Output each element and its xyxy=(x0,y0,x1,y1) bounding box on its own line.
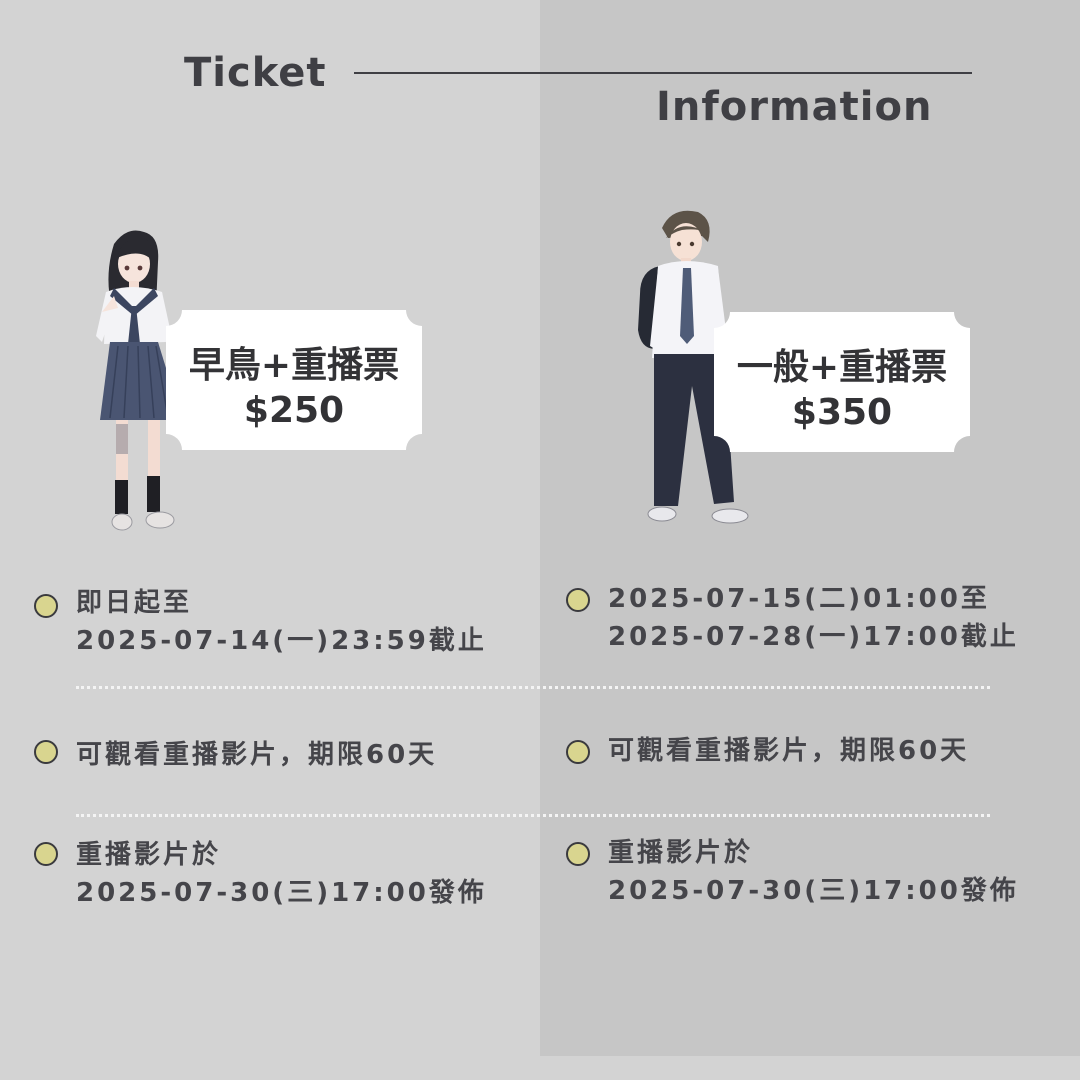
general-replay-access: 可觀看重播影片，期限60天 xyxy=(608,736,970,766)
replay-release-line-2: 2025-07-30(三)17:00發佈 xyxy=(76,878,487,908)
ticket-shape xyxy=(166,310,422,450)
dotted-divider xyxy=(76,686,990,689)
early-bird-sale-period: 即日起至 2025-07-14(一)23:59截止 xyxy=(76,584,487,660)
replay-release-line-2: 2025-07-30(三)17:00發佈 xyxy=(608,876,1019,906)
title-information: Information xyxy=(656,84,933,130)
bullet-icon xyxy=(34,594,58,618)
bullet-icon xyxy=(34,842,58,866)
sale-period-line-2: 2025-07-28(一)17:00截止 xyxy=(608,622,1019,652)
title-rule xyxy=(354,72,972,74)
ticket-name: 一般+重播票 xyxy=(736,347,948,388)
sale-period-line-1: 即日起至 xyxy=(76,588,193,618)
ticket-card-general[interactable]: 一般+重播票 $350 xyxy=(714,312,970,452)
sale-period-line-2: 2025-07-14(一)23:59截止 xyxy=(76,626,487,656)
early-bird-replay-access: 可觀看重播影片，期限60天 xyxy=(76,740,438,770)
ticket-name: 早鳥+重播票 xyxy=(188,345,400,386)
ticket-card-early-bird[interactable]: 早鳥+重播票 $250 xyxy=(166,310,422,450)
general-replay-release: 重播影片於 2025-07-30(三)17:00發佈 xyxy=(608,834,1019,910)
ticket-price: $350 xyxy=(791,392,893,433)
dotted-divider xyxy=(76,814,990,817)
bullet-icon xyxy=(566,740,590,764)
schoolgirl-illustration xyxy=(96,230,182,531)
sale-period-line-1: 2025-07-15(二)01:00至 xyxy=(608,584,990,614)
bullet-icon xyxy=(566,842,590,866)
bullet-icon xyxy=(34,740,58,764)
replay-release-line-1: 重播影片於 xyxy=(76,840,222,870)
general-sale-period: 2025-07-15(二)01:00至 2025-07-28(一)17:00截止 xyxy=(608,580,1019,656)
ticket-price: $250 xyxy=(243,390,345,431)
title-ticket: Ticket xyxy=(184,50,327,96)
ticket-shape xyxy=(714,312,970,452)
early-bird-replay-release: 重播影片於 2025-07-30(三)17:00發佈 xyxy=(76,836,487,912)
right-panel-background xyxy=(540,0,1080,1056)
replay-release-line-1: 重播影片於 xyxy=(608,838,754,868)
bullet-icon xyxy=(566,588,590,612)
